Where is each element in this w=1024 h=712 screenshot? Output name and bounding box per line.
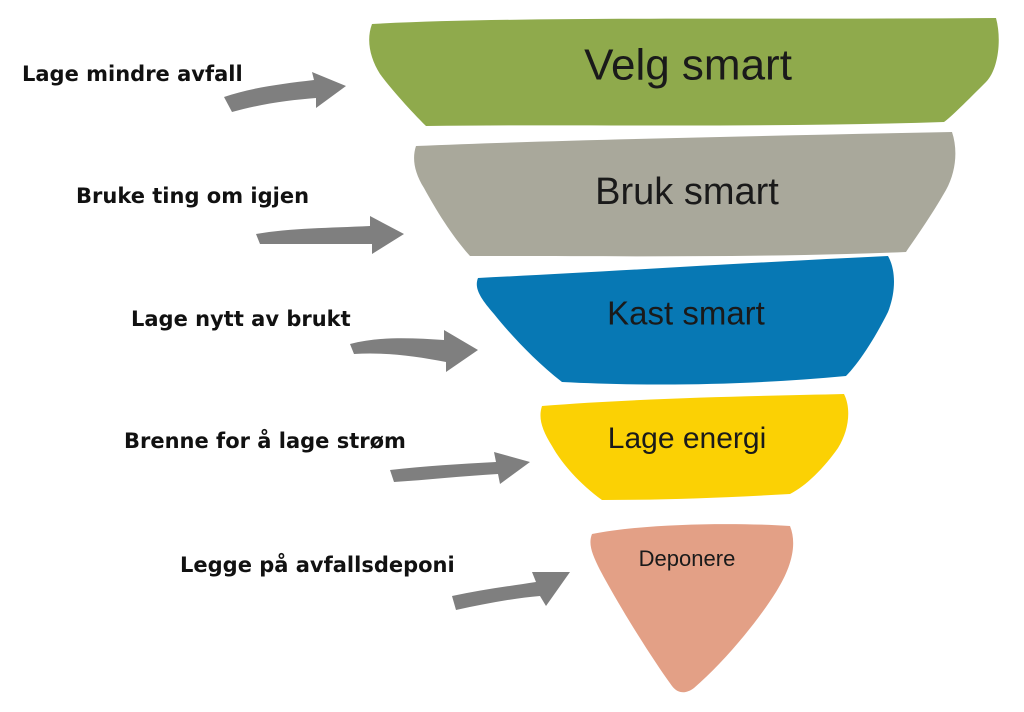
action-label-brenne-for-a-lage-strom: Brenne for å lage strøm: [124, 428, 406, 453]
arrow-icon-3: [350, 330, 478, 372]
tier-kast-smart-label: Kast smart: [607, 295, 765, 332]
tier-lage-energi: Lage energi: [540, 394, 849, 500]
action-label-bruke-ting-om-igjen: Bruke ting om igjen: [76, 184, 309, 208]
arrow-icon-5: [452, 572, 570, 610]
tier-lage-energi-label: Lage energi: [608, 422, 766, 455]
tier-deponere-label: Deponere: [639, 546, 736, 571]
tier-bruk-smart-label: Bruk smart: [595, 171, 779, 213]
arrow-icon-4: [390, 452, 530, 484]
tier-deponere: Deponere: [590, 524, 794, 693]
tier-velg-smart-shape: [369, 18, 999, 126]
arrow-icon-1: [224, 72, 346, 112]
tier-bruk-smart-shape: [414, 132, 956, 257]
tier-deponere-shape: [590, 524, 794, 693]
tier-kast-smart: Kast smart: [476, 256, 894, 385]
tier-velg-smart: Velg smart: [369, 18, 999, 126]
arrow-icon-2: [256, 216, 404, 254]
tier-kast-smart-shape: [476, 256, 894, 385]
tier-velg-smart-label: Velg smart: [584, 41, 792, 90]
action-label-lage-nytt-av-brukt: Lage nytt av brukt: [131, 307, 351, 331]
action-label-lage-mindre-avfall: Lage mindre avfall: [22, 62, 243, 86]
tier-lage-energi-shape: [540, 394, 849, 500]
action-label-legge-pa-avfallsdeponi: Legge på avfallsdeponi: [180, 552, 455, 577]
tier-bruk-smart: Bruk smart: [414, 132, 956, 257]
